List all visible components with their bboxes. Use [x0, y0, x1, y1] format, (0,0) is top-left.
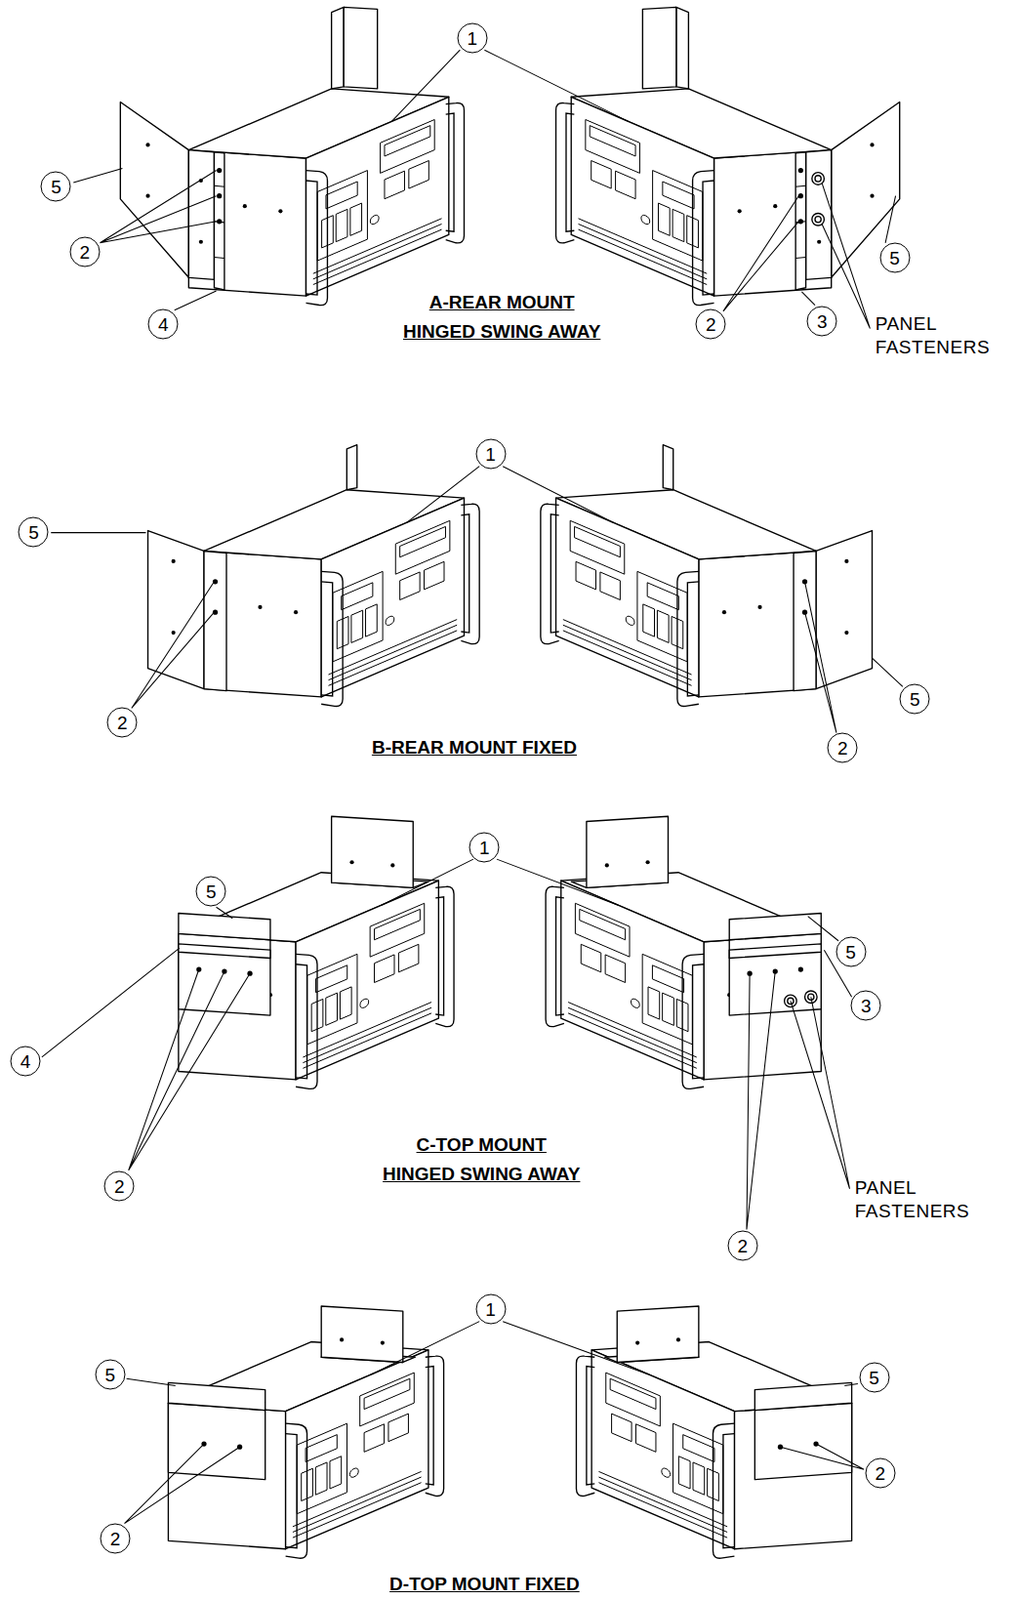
- callout-number: 1: [475, 439, 506, 470]
- view-caption: C-TOP MOUNT HINGED SWING AWAY: [378, 1130, 584, 1189]
- callout-number: 2: [100, 1523, 131, 1554]
- callout-number: 4: [10, 1046, 41, 1077]
- part-note: PANEL FASTENERS: [855, 1176, 970, 1223]
- callout-number: 1: [456, 22, 488, 53]
- callout-number: 2: [104, 1170, 135, 1201]
- view-caption: D-TOP MOUNT FIXED: [386, 1572, 583, 1596]
- callout-number: 4: [148, 309, 179, 340]
- callout-number: 2: [107, 707, 138, 738]
- callout-number: 1: [469, 831, 500, 862]
- callout-number: 5: [879, 243, 910, 274]
- callout-number: 3: [807, 306, 838, 337]
- callout-number: 5: [196, 875, 227, 906]
- callout-number: 2: [827, 733, 858, 764]
- callout-number: 2: [695, 309, 727, 340]
- callout-number: 2: [69, 237, 100, 268]
- callout-number: 2: [727, 1230, 758, 1262]
- callout-number: 5: [835, 937, 866, 968]
- view-caption: B-REAR MOUNT FIXED: [368, 735, 580, 760]
- view-caption: A-REAR MOUNT HINGED SWING AWAY: [399, 287, 605, 347]
- callout-number: 2: [864, 1458, 896, 1489]
- part-note: PANEL FASTENERS: [875, 312, 990, 360]
- callout-number: 5: [18, 516, 49, 547]
- callout-number: 5: [899, 684, 931, 715]
- callout-number: 5: [40, 171, 72, 203]
- callout-number: 5: [94, 1358, 125, 1389]
- callout-number: 3: [851, 989, 882, 1020]
- callout-number: 1: [475, 1294, 506, 1325]
- callout-number: 5: [858, 1362, 890, 1393]
